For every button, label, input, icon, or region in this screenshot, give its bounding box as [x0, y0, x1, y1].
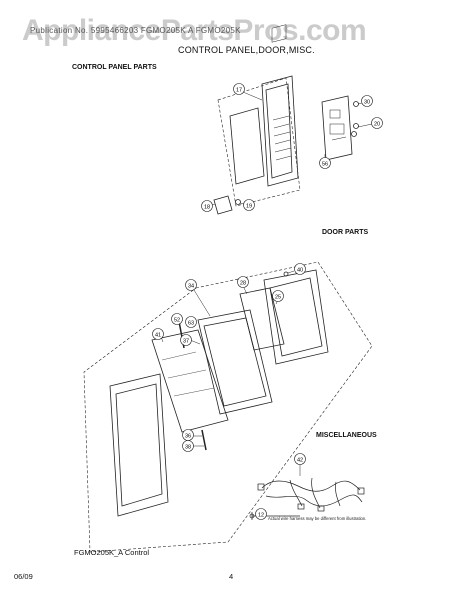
control-panel-group — [211, 24, 373, 215]
door-frame-outer — [109, 373, 169, 517]
svg-text:25: 25 — [275, 295, 281, 301]
control-board — [321, 95, 353, 161]
callout-28: 28 — [237, 276, 249, 288]
screw-2 — [353, 123, 359, 129]
svg-text:28: 28 — [240, 281, 246, 287]
door-screen — [239, 287, 285, 351]
svg-text:41: 41 — [155, 333, 161, 339]
callout-30: 30 — [361, 95, 373, 107]
control-panel-boundary — [217, 77, 301, 207]
control-panel-inner — [265, 83, 293, 179]
callout-52: 52 — [171, 313, 183, 325]
svg-text:38: 38 — [185, 445, 191, 451]
door-choke — [263, 269, 329, 365]
screw — [235, 199, 241, 205]
svg-text:12: 12 — [258, 513, 264, 519]
callout-12: 12 — [255, 508, 267, 520]
svg-text:18: 18 — [204, 205, 210, 211]
door-glass — [151, 329, 229, 433]
door-screw — [283, 271, 289, 277]
door-frame-inner-opening — [203, 317, 267, 407]
page-title: CONTROL PANEL,DOOR,MISC. — [178, 45, 315, 55]
svg-text:17: 17 — [236, 88, 242, 94]
svg-text:37: 37 — [183, 339, 189, 345]
callout-17: 17 — [233, 83, 245, 95]
callout-56: 56 — [319, 157, 331, 169]
screw-1 — [353, 101, 359, 107]
callout-41: 41 — [152, 328, 164, 340]
svg-text:40: 40 — [297, 268, 303, 274]
harness-note: Actual wire harness may be different fro… — [268, 516, 366, 521]
connector-board — [213, 195, 233, 215]
door-choke-inner — [269, 277, 323, 357]
model-label: FGMO205K_A Control — [74, 548, 150, 557]
callout-37: 37 — [180, 334, 192, 346]
callout-40: 40 — [294, 263, 306, 275]
membrane-switch — [229, 107, 265, 185]
wire-harness — [249, 464, 365, 520]
svg-text:19: 19 — [246, 204, 252, 210]
publication-header: Publication No. 5995466203 FGMO205K A FG… — [30, 26, 241, 35]
latch-hook — [201, 429, 207, 451]
watermark: AppliancePartsPros.com — [22, 14, 367, 47]
callout-18: 18 — [201, 200, 213, 212]
svg-text:63: 63 — [188, 321, 194, 327]
screw-3 — [351, 131, 357, 137]
section-label-door: DOOR PARTS — [322, 229, 369, 236]
callout-63: 63 — [185, 316, 197, 328]
svg-text:56: 56 — [322, 162, 328, 168]
callout-36: 36 — [182, 429, 194, 441]
door-boundary — [83, 261, 373, 553]
door-frame-inner — [197, 309, 273, 415]
svg-text:20: 20 — [374, 122, 380, 128]
svg-text:42: 42 — [297, 458, 303, 464]
svg-text:30: 30 — [364, 100, 370, 106]
door-frame-window — [115, 383, 163, 507]
callout-38: 38 — [182, 440, 194, 452]
footer-date: 06/09 — [14, 572, 33, 581]
control-panel-frame — [261, 75, 299, 187]
callout-25: 25 — [272, 290, 284, 302]
svg-text:36: 36 — [185, 434, 191, 440]
section-label-misc: MISCELLANEOUS — [316, 432, 377, 439]
section-label-control-panel: CONTROL PANEL PARTS — [72, 64, 157, 71]
keypad-buttons — [271, 24, 292, 161]
svg-text:52: 52 — [174, 318, 180, 324]
door-group — [83, 261, 373, 553]
callout-20: 20 — [371, 117, 383, 129]
page-number: 4 — [229, 572, 234, 581]
callouts: 17 30 20 56 18 19 34 40 25 28 52 63 41 3… — [152, 83, 383, 520]
callout-19: 19 — [243, 199, 255, 211]
callout-42: 42 — [294, 453, 306, 465]
callout-34: 34 — [185, 279, 197, 291]
svg-text:34: 34 — [188, 284, 194, 290]
